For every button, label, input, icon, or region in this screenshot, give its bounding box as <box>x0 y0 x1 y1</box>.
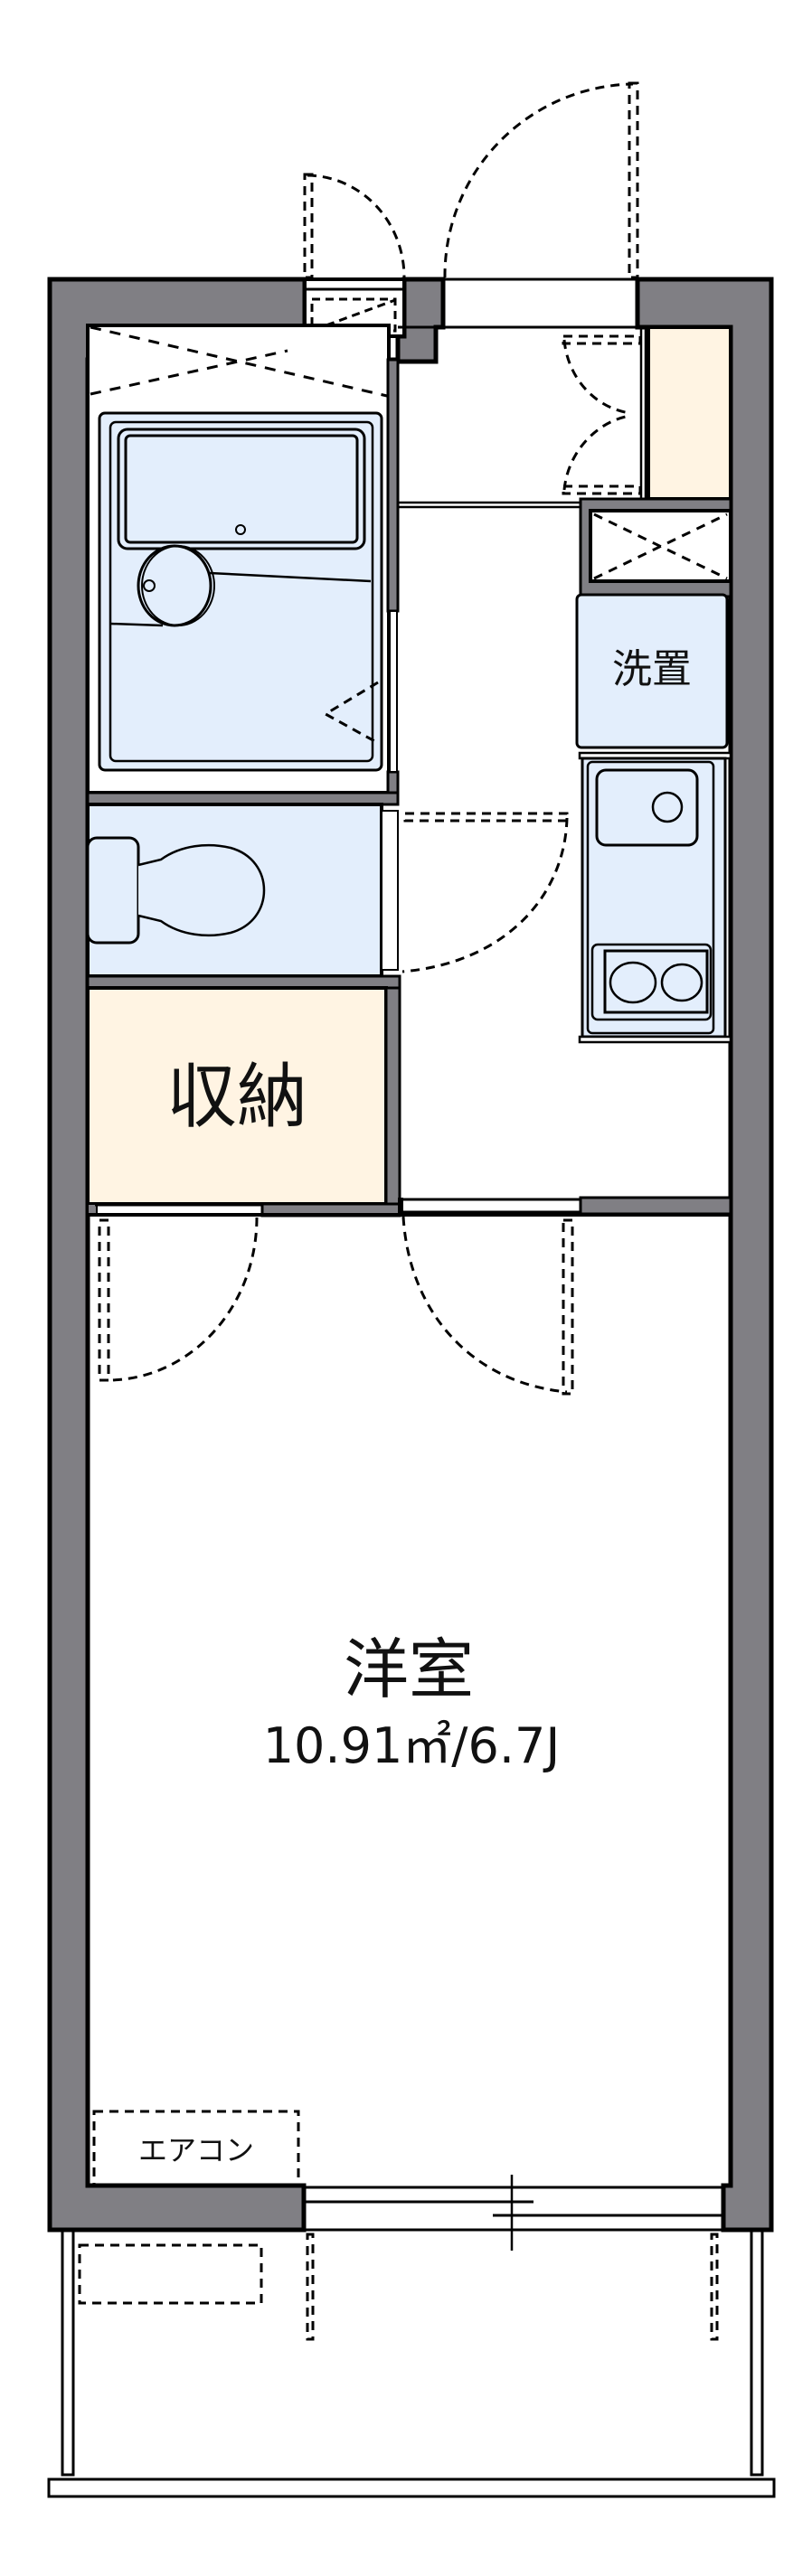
aircon: エアコン <box>92 2110 300 2187</box>
western-room: 洋室 10.91㎡/6.7J <box>88 1213 732 2187</box>
balcony <box>47 2229 776 2498</box>
storage-door[interactable] <box>98 1217 259 1382</box>
pipe-space <box>579 497 732 598</box>
shoe-closet <box>647 325 732 501</box>
washer-space: 洗置 <box>575 593 729 749</box>
storage-label: 収納 <box>166 1057 307 1138</box>
storage: 収納 <box>86 986 388 1206</box>
shoe-closet-door[interactable] <box>562 334 642 495</box>
sink <box>595 768 699 847</box>
bath-door-opening <box>389 610 398 773</box>
outdoor-unit <box>78 2243 263 2305</box>
entry <box>443 277 637 329</box>
western-room-area: 10.91㎡/6.7J <box>263 1717 561 1774</box>
aircon-label: エアコン <box>138 2133 254 2167</box>
kitchen-counter <box>578 751 732 1044</box>
sliding-window <box>301 2175 726 2251</box>
bathtub <box>117 428 366 550</box>
toilet-tank <box>86 836 140 945</box>
corridor <box>398 325 637 509</box>
corridor-bottom-wall <box>398 1196 732 1216</box>
entry-door[interactable] <box>443 81 639 279</box>
balcony-railing <box>47 2477 776 2498</box>
toilet-door-opening <box>381 810 399 971</box>
western-room-label: 洋室 <box>344 1631 474 1707</box>
bathroom <box>86 324 391 794</box>
storage-side-wall <box>384 986 401 1217</box>
washer-label: 洗置 <box>612 646 692 692</box>
toilet-door[interactable] <box>401 812 569 973</box>
room-door[interactable] <box>401 1216 574 1396</box>
toilet-bowl <box>137 843 266 937</box>
meter-door[interactable] <box>303 173 406 279</box>
toilet-room <box>86 803 383 978</box>
wash-bowl <box>137 544 212 627</box>
